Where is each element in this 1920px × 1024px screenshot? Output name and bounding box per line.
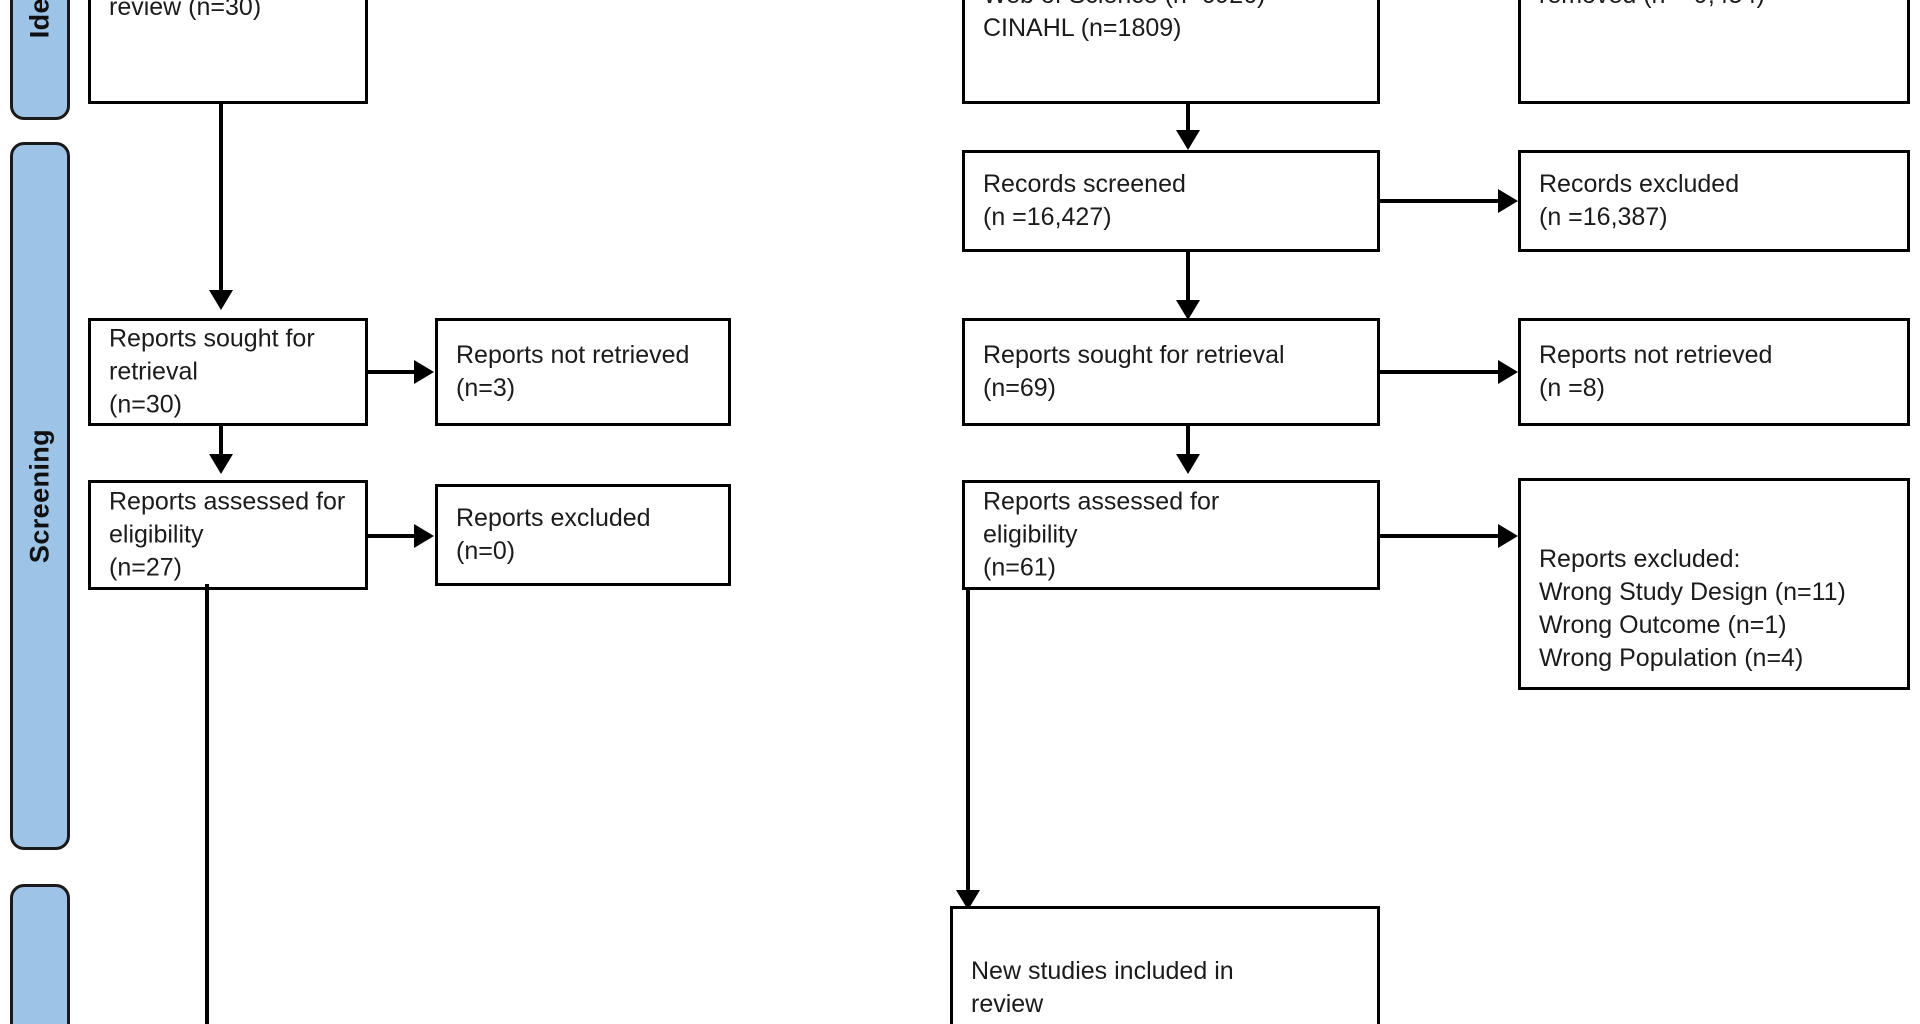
box-new-studies-included-text: New studies included in review (n=18) [971,957,1234,1024]
box-mid-reports-assessed: Reports assessed for eligibility (n=61) [962,480,1380,590]
arrowhead-left-sought-to-assessed [209,454,233,474]
connector-screened-to-excluded [1380,199,1502,203]
connector-left-assessed-to-excluded [368,534,416,538]
box-records-screened-text: Records screened (n =16,427) [983,170,1186,231]
connector-left-sought-to-not-retrieved [368,370,416,374]
box-left-reports-excluded-text: Reports excluded (n=0) [456,504,651,565]
arrowhead-screened-to-mid-sought [1176,300,1200,320]
box-records-removed-before-screening: removed (n = 9,454) [1518,0,1910,104]
arrowhead-previous-to-left-sought [209,290,233,310]
arrowhead-screened-to-excluded [1498,189,1518,213]
box-left-reports-assessed: Reports assessed for eligibility (n=27) [88,480,368,590]
box-mid-reports-sought: Reports sought for retrieval (n=69) [962,318,1380,426]
phase-label-identification: Ident [24,0,55,39]
box-records-identified-databases: Web of Science (n=6926) CINAHL (n=1809) [962,0,1380,104]
phase-bar-screening: Screening [10,142,70,850]
box-left-reports-excluded: Reports excluded (n=0) [435,484,731,586]
phase-bar-included [10,884,70,1024]
arrowhead-mid-sought-to-assessed [1176,454,1200,474]
arrowhead-mid-sought-to-not-retrieved [1498,360,1518,384]
connector-databases-to-records-screened [1186,104,1190,134]
arrowhead-left-assessed-to-excluded [414,524,434,548]
box-left-reports-assessed-text: Reports assessed for eligibility (n=27) [109,487,346,582]
box-records-excluded: Records excluded (n =16,387) [1518,150,1910,252]
box-previous-studies-included: review (n=30) [88,0,368,104]
connector-previous-to-left-sought [219,104,223,294]
box-reports-excluded-with-reasons: Reports excluded: Wrong Study Design (n=… [1518,478,1910,690]
connector-mid-assessed-to-new-studies-visible [966,590,970,902]
arrowhead-databases-to-records-screened [1176,130,1200,150]
box-mid-reports-not-retrieved-text: Reports not retrieved (n =8) [1539,341,1773,402]
box-records-excluded-text: Records excluded (n =16,387) [1539,170,1740,231]
box-left-reports-not-retrieved: Reports not retrieved (n=3) [435,318,731,426]
connector-left-sought-to-assessed [219,426,223,458]
phase-bar-identification: Ident [10,0,70,120]
connector-left-assessed-to-included [205,584,209,1024]
box-records-identified-databases-text: Web of Science (n=6926) CINAHL (n=1809) [983,0,1265,42]
box-reports-excluded-with-reasons-text: Reports excluded: Wrong Study Design (n=… [1539,544,1846,672]
arrowhead-mid-assessed-to-new-studies [956,890,980,910]
connector-mid-sought-to-not-retrieved [1380,370,1502,374]
arrowhead-mid-assessed-to-excluded-reasons [1498,524,1518,548]
arrowhead-left-sought-to-not-retrieved [414,360,434,384]
box-records-removed-before-screening-text: removed (n = 9,454) [1539,0,1897,12]
phase-label-screening: Screening [24,428,55,564]
connector-mid-sought-to-assessed [1186,426,1190,458]
box-previous-studies-included-text: review (n=30) [109,0,262,21]
box-new-studies-included: New studies included in review (n=18) [950,906,1380,1024]
box-left-reports-sought-text: Reports sought for retrieval (n=30) [109,324,315,419]
box-records-screened: Records screened (n =16,427) [962,150,1380,252]
box-mid-reports-assessed-text: Reports assessed for eligibility (n=61) [983,487,1220,582]
box-mid-reports-not-retrieved: Reports not retrieved (n =8) [1518,318,1910,426]
box-left-reports-sought: Reports sought for retrieval (n=30) [88,318,368,426]
connector-mid-assessed-to-excluded-reasons [1380,534,1502,538]
box-left-reports-not-retrieved-text: Reports not retrieved (n=3) [456,341,690,402]
connector-screened-to-mid-sought [1186,252,1190,304]
box-mid-reports-sought-text: Reports sought for retrieval (n=69) [983,341,1285,402]
